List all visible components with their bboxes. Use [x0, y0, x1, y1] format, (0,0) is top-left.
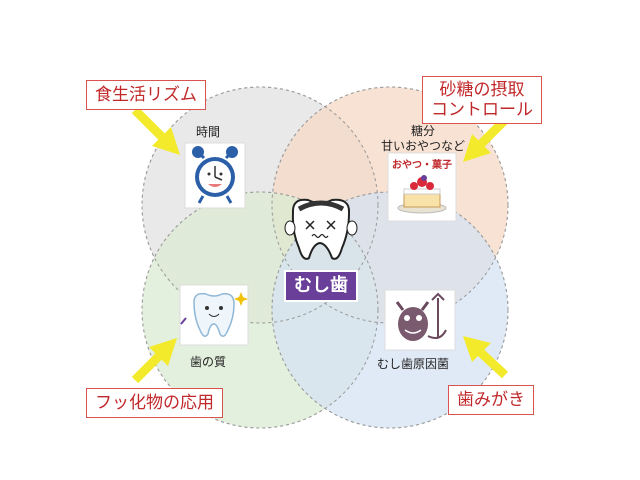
circle-label-time: 時間 [196, 125, 221, 139]
arrow-sugar [463, 116, 509, 162]
factor-sugar-line1: 砂糖の摂取 [439, 80, 525, 100]
factor-fluoride-label: フッ化物の応用 [86, 388, 223, 418]
circle-label-sugar-line1: 糖分 [410, 124, 435, 138]
arrow-brushing [463, 336, 509, 379]
circle-label-tooth: 歯の質 [190, 355, 227, 369]
circle-label-sugar: 糖分 甘いおやつなど [368, 124, 478, 154]
center-cavity-badge: むし歯 [284, 270, 358, 302]
circle-label-sugar-line2: 甘いおやつなど [380, 139, 465, 153]
factor-sugar-line2: コントロール [431, 100, 533, 120]
arrow-fluoride [131, 338, 177, 384]
factor-rhythm-label: 食生活リズム [86, 80, 206, 110]
devil-germ-icon [384, 289, 456, 351]
circle-label-bacteria: むし歯原因菌 [377, 357, 450, 371]
arrow-rhythm [131, 106, 180, 155]
worried-tooth-icon [284, 198, 358, 260]
factor-brushing-label: 歯みがき [448, 385, 534, 415]
alarm-clock-icon [184, 142, 246, 209]
strawberry-cake-icon [387, 152, 457, 222]
snack-tag: おやつ・菓子 [392, 160, 452, 171]
tooth-character-icon [179, 284, 249, 346]
factor-sugar-label: 砂糖の摂取 コントロール [422, 76, 542, 124]
